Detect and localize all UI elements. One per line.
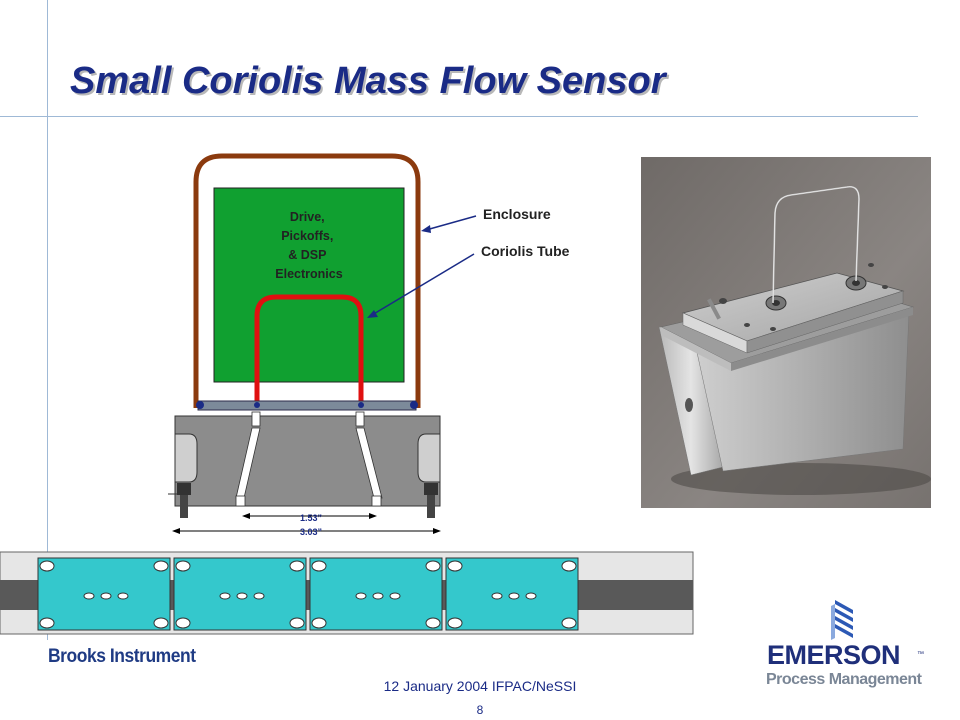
sensor-base <box>168 411 441 518</box>
electronics-label-line: Electronics <box>275 267 342 281</box>
electronics-label-line: Drive, <box>290 210 325 224</box>
coriolis-tube <box>254 294 364 408</box>
plate-bolt <box>196 401 204 409</box>
dimension-inner-label: 1.53” <box>300 513 322 523</box>
dimension-outer: 3.03” <box>172 527 441 537</box>
manifold-block <box>37 557 171 631</box>
electronics-label-line: & DSP <box>288 248 326 262</box>
footer-text: 12 January 2004 IFPAC/NeSSI <box>383 678 577 694</box>
manifold-blocks <box>37 557 579 631</box>
emerson-mark-icon <box>831 600 853 640</box>
manifold-block <box>309 557 443 631</box>
page-number: 8 <box>476 703 484 717</box>
sensor-photo <box>641 157 931 508</box>
dimension-inner: 1.53” <box>242 513 377 523</box>
enclosure-label: Enclosure <box>483 206 551 222</box>
dimension-outer-label: 3.03” <box>300 527 322 537</box>
vertical-guide-line <box>47 0 48 640</box>
tube-callout: Coriolis Tube <box>367 243 570 318</box>
electronics-label: Drive, Pickoffs, & DSP Electronics <box>275 210 342 281</box>
emerson-subtitle: Process Management <box>766 671 923 688</box>
plate-bolt <box>358 402 364 408</box>
emerson-trademark: ™ <box>917 651 924 658</box>
enclosure-outline <box>193 153 421 408</box>
electronics-label-line: Pickoffs, <box>281 229 333 243</box>
horizontal-guide-line <box>0 116 918 117</box>
emerson-logo: EMERSON ™ Process Management <box>766 600 924 688</box>
tube-label: Coriolis Tube <box>481 243 570 259</box>
manifold-block <box>173 557 307 631</box>
brooks-instrument-logo: Brooks Instrument <box>48 646 196 667</box>
plate-bolt <box>410 401 418 409</box>
plate-bolt <box>254 402 260 408</box>
electronics-board <box>213 187 405 383</box>
manifold-block <box>445 557 579 631</box>
enclosure-callout: Enclosure <box>421 206 551 233</box>
emerson-wordmark: EMERSON <box>767 640 900 670</box>
mounting-plate <box>197 400 417 411</box>
slide-title: Small Coriolis Mass Flow Sensor <box>70 60 666 102</box>
